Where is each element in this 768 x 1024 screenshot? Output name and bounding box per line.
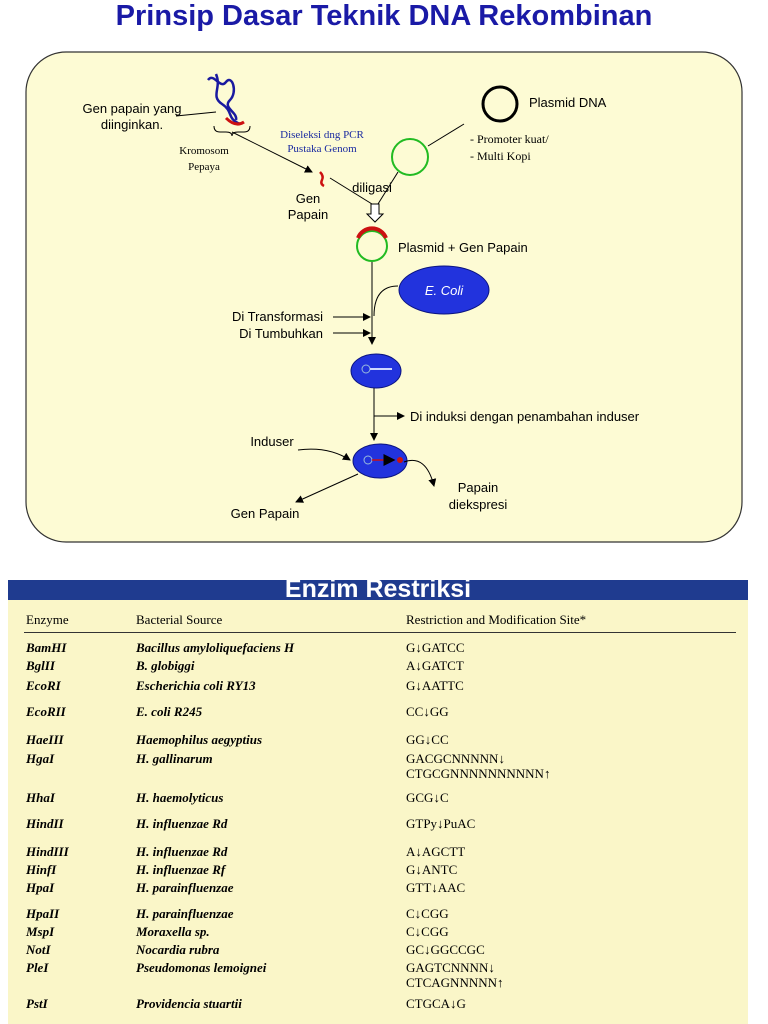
ecoli-label: E. Coli — [425, 283, 464, 298]
gene-fragment-icon — [319, 171, 325, 188]
enzyme-name: HpaII — [26, 906, 60, 921]
enzyme-name: HindIII — [26, 844, 69, 859]
transformation-label: Di Transformasi — [232, 309, 323, 324]
plasmid-note: - Multi Kopi — [470, 149, 531, 163]
restriction-site: GC↓GGCCGC — [406, 942, 485, 957]
enzyme-name: EcoRII — [26, 704, 66, 719]
column-header-source: Bacterial Source — [136, 612, 223, 627]
inducer-label: Induser — [250, 434, 294, 449]
restriction-site: C↓CGG — [406, 924, 449, 939]
ecoli-cell — [398, 265, 490, 315]
column-header-site: Restriction and Modification Site* — [406, 612, 587, 627]
section-band — [8, 580, 748, 600]
restriction-site: C↓CGG — [406, 906, 449, 921]
table-header: Enzyme Bacterial Source Restriction and … — [8, 612, 748, 632]
header-divider — [24, 632, 736, 633]
section-title: Enzim Restriksi — [284, 575, 472, 603]
bacterial-source: Haemophilus aegyptius — [136, 732, 263, 747]
enzyme-name: NotI — [26, 942, 51, 957]
bacterial-source: B. globiggi — [136, 658, 195, 673]
bacterial-source: Escherichia coli RY13 — [136, 678, 256, 693]
plasmid-vector-icon — [391, 138, 429, 176]
plasmid-note: - Promoter kuat/ — [470, 132, 549, 146]
enzyme-name: BamHI — [26, 640, 67, 655]
gen-papain-wanted-label: Gen papain yang — [82, 101, 181, 116]
bacterial-source: Bacillus amyloliquefaciens H — [136, 640, 295, 655]
restriction-site: CTGCA↓G — [406, 996, 466, 1011]
papain-expressed-label: Papain — [458, 480, 498, 495]
ligation-arrow — [365, 203, 385, 223]
plasmid-dna-icon — [481, 85, 519, 123]
kromosom-label: Kromosom — [179, 145, 229, 157]
transformation-label: Di Tumbuhkan — [239, 326, 323, 341]
bacterial-source: H. influenzae Rf — [136, 862, 226, 877]
plasmid-gene-label: Plasmid + Gen Papain — [398, 240, 528, 255]
bacterial-source: H. parainfluenzae — [136, 880, 234, 895]
restriction-site: GCG↓C — [406, 790, 449, 805]
plasmid-dna-label: Plasmid DNA — [529, 95, 607, 110]
restriction-site: CC↓GG — [406, 704, 449, 719]
restriction-site: GG↓CC — [406, 732, 449, 747]
enzyme-name: HpaI — [26, 880, 55, 895]
bacterial-source: Pseudomonas lemoignei — [136, 960, 267, 975]
selection-label: Pustaka Genom — [287, 143, 357, 155]
bacterial-source: H. haemolyticus — [136, 790, 224, 805]
enzyme-table: Enzyme Bacterial Source Restriction and … — [8, 600, 748, 1024]
enzyme-name: MspI — [26, 924, 55, 939]
restriction-site: GTT↓AAC — [406, 880, 466, 895]
induced-label: Di induksi dengan penambahan induser — [410, 409, 640, 424]
enzyme-name: HinfI — [26, 862, 57, 877]
bacterial-source: Nocardia rubra — [136, 942, 220, 957]
transformed-cell — [350, 353, 402, 389]
gen-papain-wanted-label: diinginkan. — [101, 117, 163, 132]
restriction-site: G↓ANTC — [406, 862, 458, 877]
gen-papain-bottom-label: Gen Papain — [231, 506, 300, 521]
selection-label: Diseleksi dng PCR — [280, 129, 364, 141]
ligated-label: diligasi — [352, 180, 392, 195]
restriction-site: CTCAGNNNNN↑ — [406, 975, 504, 990]
restriction-site: CTGCGNNNNNNNNNN↑ — [406, 766, 551, 781]
restriction-site: G↓GATCC — [406, 640, 465, 655]
chromosome-icon — [207, 73, 251, 137]
restriction-site: GTPy↓PuAC — [406, 816, 476, 831]
recombinant-plasmid-icon — [356, 230, 388, 262]
restriction-site: GAGTCNNNN↓ — [406, 960, 495, 975]
enzyme-name: HhaI — [26, 790, 55, 805]
bacterial-source: H. influenzae Rd — [136, 844, 228, 859]
restriction-site: G↓AATTC — [406, 678, 464, 693]
page-title: Prinsip Dasar Teknik DNA Rekombinan — [115, 0, 653, 32]
papain-expressed-label: diekspresi — [449, 497, 508, 512]
bacterial-source: Moraxella sp. — [136, 924, 210, 939]
restriction-site: A↓GATCT — [406, 658, 464, 673]
bacterial-source: H. gallinarum — [136, 751, 213, 766]
enzyme-name: HgaI — [26, 751, 55, 766]
restriction-site: GACGCNNNNN↓ — [406, 751, 505, 766]
kromosom-label: Pepaya — [188, 161, 220, 173]
bacterial-source: Providencia stuartii — [136, 996, 242, 1011]
column-header-enzyme: Enzyme — [26, 612, 69, 627]
enzyme-name: BglII — [26, 658, 55, 673]
enzyme-name: HindII — [26, 816, 64, 831]
enzyme-name: PstI — [26, 996, 48, 1011]
gen-label: Papain — [288, 207, 328, 222]
bacterial-source: E. coli R245 — [136, 704, 203, 719]
enzyme-name: EcoRI — [26, 678, 61, 693]
bacterial-source: H. parainfluenzae — [136, 906, 234, 921]
diagram-panel — [25, 51, 743, 543]
enzyme-name: PleI — [26, 960, 49, 975]
enzyme-name: HaeIII — [26, 732, 64, 747]
gen-label: Gen — [296, 191, 321, 206]
restriction-site: A↓AGCTT — [406, 844, 466, 859]
recombinant-dna-diagram: Gen papain yang diinginkan. Kromosom Pep… — [25, 51, 743, 543]
bacterial-source: H. influenzae Rd — [136, 816, 228, 831]
